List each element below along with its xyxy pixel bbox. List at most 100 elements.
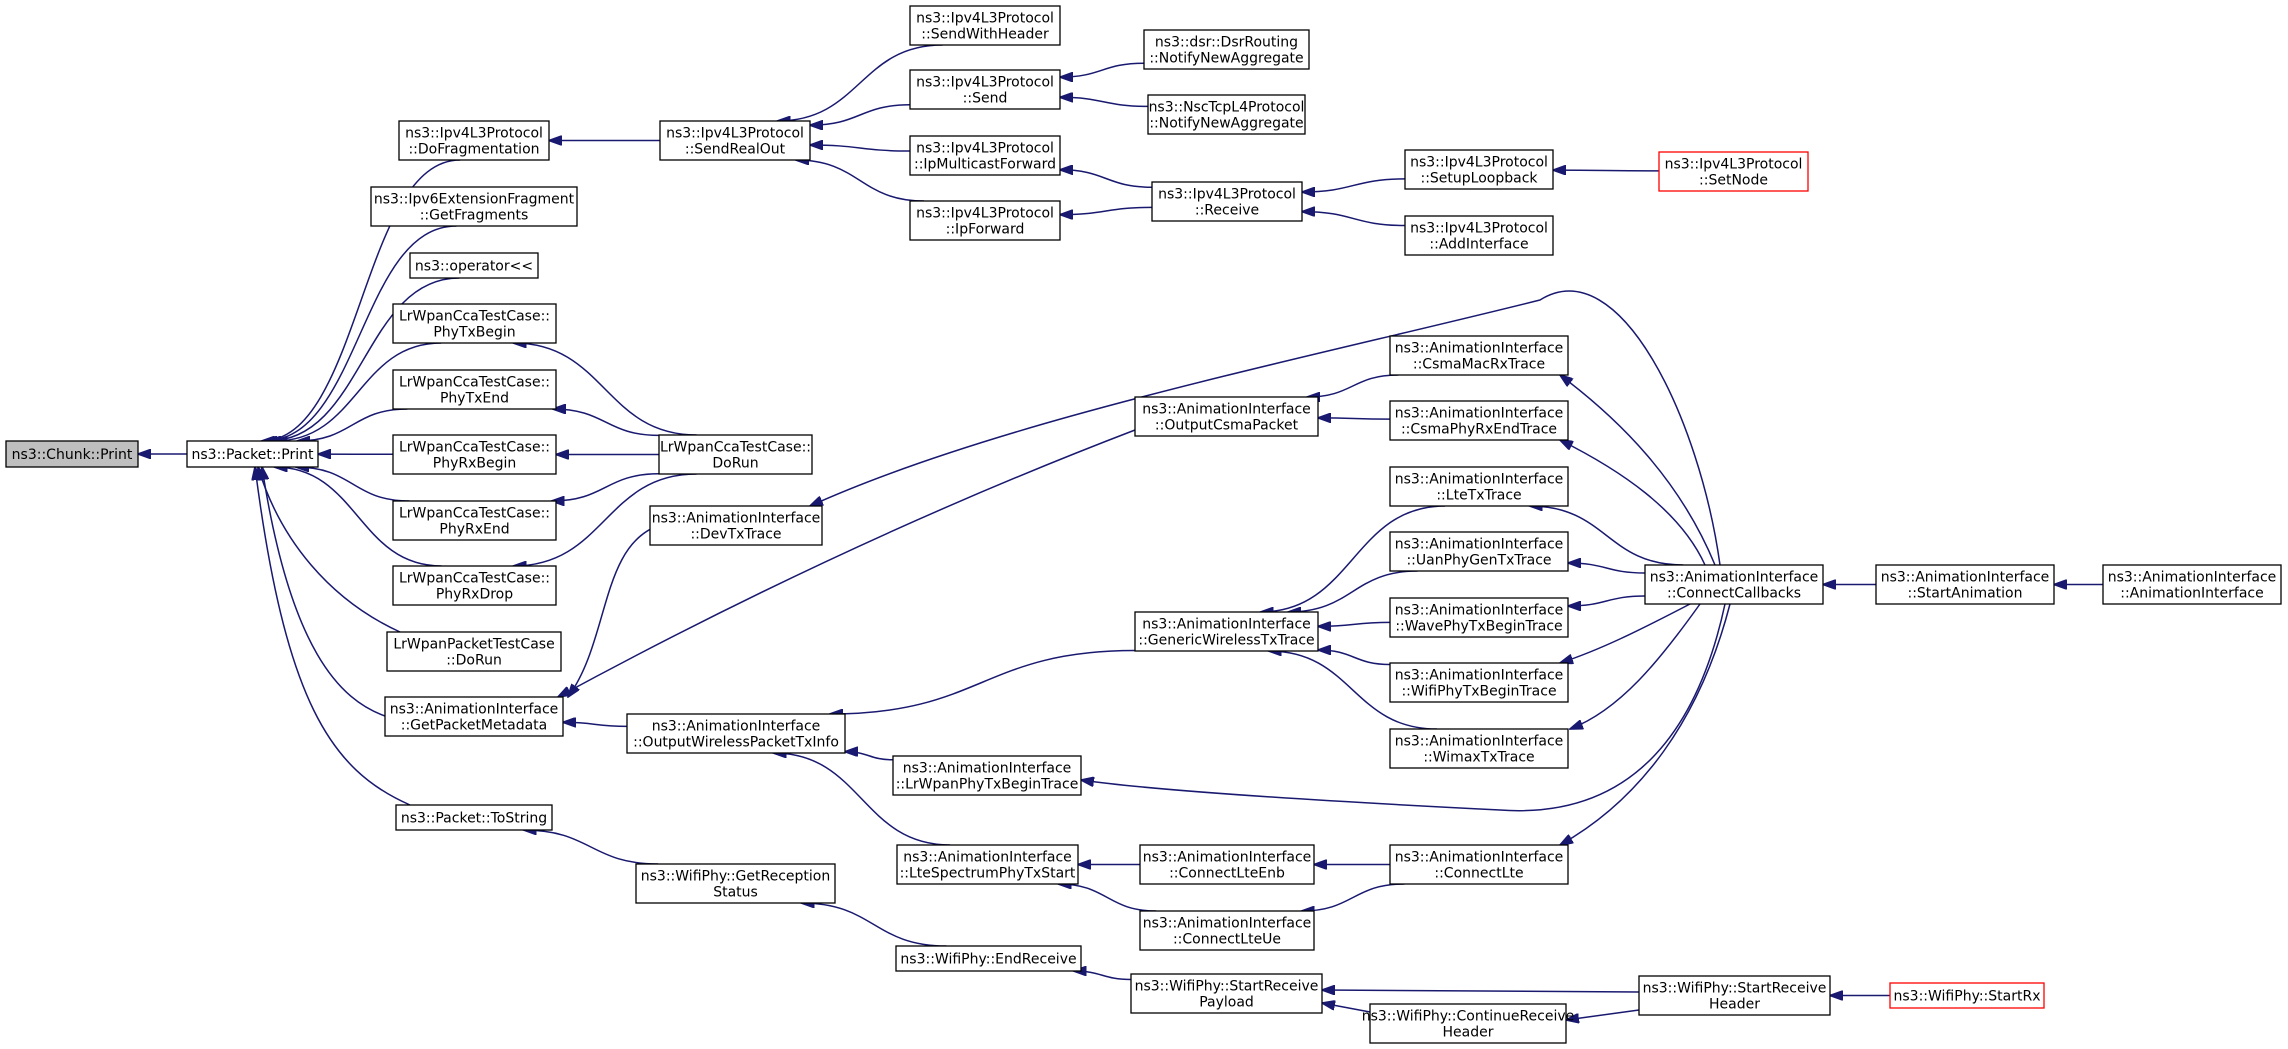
node-box[interactable] xyxy=(1389,662,1569,703)
node-ipv4-setnode[interactable]: ns3::Ipv4L3Protocol::SetNode xyxy=(1658,151,1809,192)
node-anim-outcsma[interactable]: ns3::AnimationInterface::OutputCsmaPacke… xyxy=(1134,396,1319,437)
node-anim-lrwpantx[interactable]: ns3::AnimationInterface::LrWpanPhyTxBegi… xyxy=(892,755,1082,796)
node-box[interactable] xyxy=(1389,531,1569,572)
node-box[interactable] xyxy=(1389,844,1569,885)
node-box[interactable] xyxy=(395,804,553,831)
node-anim-devtxtrace[interactable]: ns3::AnimationInterface::DevTxTrace xyxy=(649,505,823,546)
node-box[interactable] xyxy=(1134,611,1319,652)
node-box[interactable] xyxy=(1143,29,1310,70)
node-box[interactable] xyxy=(5,440,139,468)
node-ipv4-sendrealout[interactable]: ns3::Ipv4L3Protocol::SendRealOut xyxy=(659,120,811,161)
node-packet-print[interactable]: ns3::Packet::Print xyxy=(186,440,319,468)
node-wifi-endreceive[interactable]: ns3::WifiPhy::EndReceive xyxy=(895,945,1082,972)
node-box[interactable] xyxy=(392,565,557,606)
node-box[interactable] xyxy=(1389,466,1569,507)
node-anim-getpktmeta[interactable]: ns3::AnimationInterface::GetPacketMetada… xyxy=(384,696,564,737)
node-box[interactable] xyxy=(909,200,1061,241)
node-lrcca-phytxbegin[interactable]: LrWpanCcaTestCase::PhyTxBegin xyxy=(392,303,557,344)
node-anim-wimaxtx[interactable]: ns3::AnimationInterface::WimaxTxTrace xyxy=(1389,728,1569,769)
node-box[interactable] xyxy=(392,303,557,344)
node-box[interactable] xyxy=(392,369,557,410)
node-box[interactable] xyxy=(909,5,1061,46)
node-box[interactable] xyxy=(386,631,562,672)
node-box[interactable] xyxy=(658,434,813,475)
node-lrcca-dorun[interactable]: LrWpanCcaTestCase::DoRun xyxy=(658,434,813,475)
node-ipv4-receive[interactable]: ns3::Ipv4L3Protocol::Receive xyxy=(1151,181,1303,222)
node-box[interactable] xyxy=(392,434,557,475)
node-ipv4-addinterface[interactable]: ns3::Ipv4L3Protocol::AddInterface xyxy=(1404,215,1554,256)
node-box[interactable] xyxy=(895,945,1082,972)
node-box[interactable] xyxy=(398,120,550,161)
node-ipv4-setuploopback[interactable]: ns3::Ipv4L3Protocol::SetupLoopback xyxy=(1404,149,1554,190)
node-anim-connectcallbacks[interactable]: ns3::AnimationInterface::ConnectCallback… xyxy=(1644,564,1824,605)
node-anim-wifiphytx[interactable]: ns3::AnimationInterface::WifiPhyTxBeginT… xyxy=(1389,662,1569,703)
node-wifi-startrx[interactable]: ns3::WifiPhy::StartRx xyxy=(1889,982,2045,1009)
node-nsc-notifyagg[interactable]: ns3::NscTcpL4Protocol::NotifyNewAggregat… xyxy=(1147,94,1306,135)
node-box[interactable] xyxy=(186,440,319,468)
node-anim-uanphygentx[interactable]: ns3::AnimationInterface::UanPhyGenTxTrac… xyxy=(1389,531,1569,572)
node-anim-ltespectx[interactable]: ns3::AnimationInterface::LteSpectrumPhyT… xyxy=(896,844,1079,885)
node-anim-csmaphyrxend[interactable]: ns3::AnimationInterface::CsmaPhyRxEndTra… xyxy=(1389,400,1569,441)
node-anim-wavephytx[interactable]: ns3::AnimationInterface::WavePhyTxBeginT… xyxy=(1389,597,1569,638)
node-lrcca-phyrxbegin[interactable]: LrWpanCcaTestCase::PhyRxBegin xyxy=(392,434,557,475)
node-lrcca-phyrxdrop[interactable]: LrWpanCcaTestCase::PhyRxDrop xyxy=(392,565,557,606)
node-anim-ltetx[interactable]: ns3::AnimationInterface::LteTxTrace xyxy=(1389,466,1569,507)
node-anim-csmamacrx[interactable]: ns3::AnimationInterface::CsmaMacRxTrace xyxy=(1389,335,1569,376)
node-ipv6-getfrag[interactable]: ns3::Ipv6ExtensionFragment::GetFragments xyxy=(370,186,578,227)
node-box[interactable] xyxy=(1130,973,1323,1014)
node-box[interactable] xyxy=(649,505,823,546)
node-box[interactable] xyxy=(1151,181,1303,222)
node-box[interactable] xyxy=(1644,564,1824,605)
node-lrpkt-dorun[interactable]: LrWpanPacketTestCase::DoRun xyxy=(386,631,562,672)
node-box[interactable] xyxy=(2102,564,2282,605)
node-op-shift[interactable]: ns3::operator<< xyxy=(409,252,539,279)
node-box[interactable] xyxy=(626,713,846,754)
node-box[interactable] xyxy=(635,863,836,904)
node-box[interactable] xyxy=(1638,975,1831,1016)
node-ipv4-sendwithheader[interactable]: ns3::Ipv4L3Protocol::SendWithHeader xyxy=(909,5,1061,46)
node-box[interactable] xyxy=(1139,910,1315,951)
node-anim-genwirelesstx[interactable]: ns3::AnimationInterface::GenericWireless… xyxy=(1134,611,1319,652)
node-box[interactable] xyxy=(1404,149,1554,190)
node-box[interactable] xyxy=(1389,400,1569,441)
node-chunk-print[interactable]: ns3::Chunk::Print xyxy=(5,440,139,468)
node-box[interactable] xyxy=(909,69,1061,110)
node-ipv4-send[interactable]: ns3::Ipv4L3Protocol::Send xyxy=(909,69,1061,110)
node-box[interactable] xyxy=(1139,844,1315,885)
node-anim-ctor[interactable]: ns3::AnimationInterface::AnimationInterf… xyxy=(2102,564,2282,605)
node-box[interactable] xyxy=(1658,151,1809,192)
node-anim-outwirelesstx[interactable]: ns3::AnimationInterface::OutputWirelessP… xyxy=(626,713,846,754)
node-box[interactable] xyxy=(1889,982,2045,1009)
node-ipv4-ipforward[interactable]: ns3::Ipv4L3Protocol::IpForward xyxy=(909,200,1061,241)
node-box[interactable] xyxy=(392,500,557,541)
node-box[interactable] xyxy=(659,120,811,161)
node-box[interactable] xyxy=(1389,728,1569,769)
node-box[interactable] xyxy=(1369,1003,1567,1044)
node-box[interactable] xyxy=(409,252,539,279)
node-packet-tostring[interactable]: ns3::Packet::ToString xyxy=(395,804,553,831)
node-dsr-notifyagg[interactable]: ns3::dsr::DsrRouting::NotifyNewAggregate xyxy=(1143,29,1310,70)
node-box[interactable] xyxy=(384,696,564,737)
node-box[interactable] xyxy=(1389,335,1569,376)
node-anim-connectlteue[interactable]: ns3::AnimationInterface::ConnectLteUe xyxy=(1139,910,1315,951)
node-box[interactable] xyxy=(1134,396,1319,437)
node-box[interactable] xyxy=(1147,94,1306,135)
node-lrcca-phytxend[interactable]: LrWpanCcaTestCase::PhyTxEnd xyxy=(392,369,557,410)
node-box[interactable] xyxy=(896,844,1079,885)
node-box[interactable] xyxy=(892,755,1082,796)
node-box[interactable] xyxy=(1404,215,1554,256)
node-lrcca-phyrxend[interactable]: LrWpanCcaTestCase::PhyRxEnd xyxy=(392,500,557,541)
node-box[interactable] xyxy=(1875,564,2055,605)
node-anim-connectlte[interactable]: ns3::AnimationInterface::ConnectLte xyxy=(1389,844,1569,885)
node-ipv4-ipmcastfwd[interactable]: ns3::Ipv4L3Protocol::IpMulticastForward xyxy=(909,135,1061,176)
node-ipv4-dofrag[interactable]: ns3::Ipv4L3Protocol::DoFragmentation xyxy=(398,120,550,161)
node-anim-startanimation[interactable]: ns3::AnimationInterface::StartAnimation xyxy=(1875,564,2055,605)
node-box[interactable] xyxy=(909,135,1061,176)
node-anim-connectlteenb[interactable]: ns3::AnimationInterface::ConnectLteEnb xyxy=(1139,844,1315,885)
node-box[interactable] xyxy=(370,186,578,227)
node-box[interactable] xyxy=(1389,597,1569,638)
